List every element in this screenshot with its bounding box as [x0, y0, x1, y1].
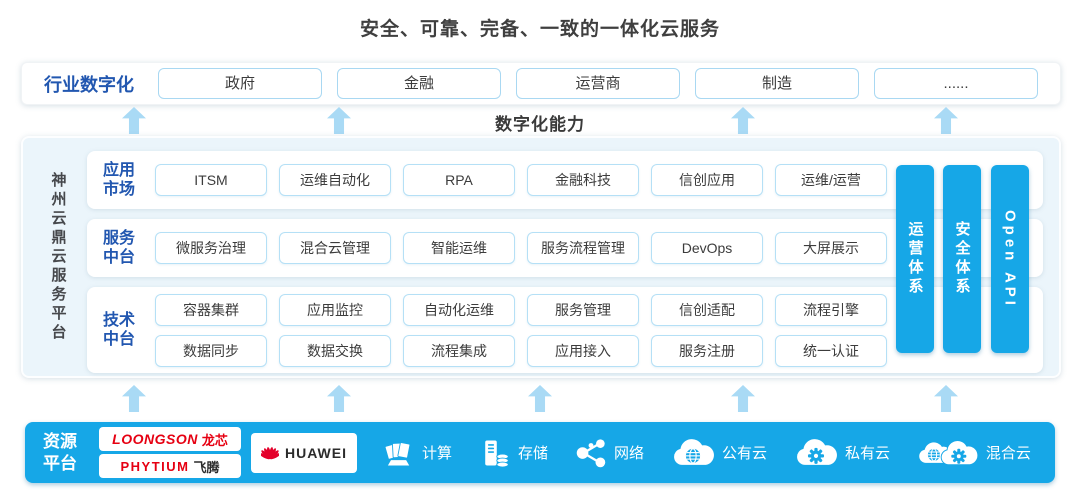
- platform-item: 运维自动化: [279, 164, 391, 196]
- public-cloud-icon: [674, 439, 714, 465]
- huawei-wordmark: HUAWEI: [285, 444, 347, 461]
- up-arrow-icon: [934, 385, 958, 412]
- resource-item-network: 网络: [575, 438, 644, 468]
- industry-items: 政府 金融 运营商 制造 ......: [158, 68, 1038, 99]
- page-title: 安全、可靠、完备、一致的一体化云服务: [359, 19, 720, 40]
- platform-item: 信创应用: [651, 164, 763, 196]
- platform-item: 智能运维: [403, 232, 515, 264]
- resource-item-compute: 计算: [383, 438, 452, 468]
- platform-side-label: 神州云鼎云服务平台: [49, 171, 67, 343]
- platform-item: 流程引擎: [775, 293, 887, 326]
- platform-item: 容器集群: [155, 293, 267, 326]
- private-cloud-icon: [797, 439, 837, 465]
- resource-item-label: 公有云: [721, 445, 767, 462]
- platform-item: 统一认证: [775, 334, 887, 367]
- resource-item-private-cloud: 私有云: [794, 437, 890, 468]
- platform-item: ITSM: [155, 164, 267, 196]
- row-label: 应用市场: [103, 161, 136, 198]
- loongson-wordmark: LOONGSON: [112, 431, 198, 447]
- resource-item-label: 存储: [517, 445, 548, 462]
- row-tech-middle: 技术中台 容器集群 应用监控 自动化运维 服务管理 信创适配 流程引擎 数据同步…: [87, 287, 1043, 373]
- platform-item: DevOps: [651, 232, 763, 264]
- row-app-market: 应用市场 ITSM 运维自动化 RPA 金融科技 信创应用 运维/运营: [87, 151, 1043, 209]
- storage-icon: [485, 440, 509, 467]
- pillar-security-system: 安全体系: [943, 165, 981, 353]
- phytium-logo: PHYTIUM 飞腾: [99, 454, 241, 478]
- phytium-cn-wordmark: 飞腾: [193, 459, 220, 475]
- platform-item: 数据交换: [279, 334, 391, 367]
- platform-item: 数据同步: [155, 334, 267, 367]
- platform-item: 信创适配: [651, 293, 763, 326]
- resource-platform-bar: 资源平台 LOONGSON 龙芯 PHYTIUM 飞腾: [25, 422, 1055, 483]
- platform-item: 自动化运维: [403, 293, 515, 326]
- resource-item-hybrid-cloud: 混合云: [917, 437, 1031, 468]
- platform-item: 应用监控: [279, 293, 391, 326]
- industry-item-manufacturing: 制造: [695, 68, 859, 99]
- resource-item-label: 混合云: [985, 445, 1031, 462]
- resource-item-public-cloud: 公有云: [671, 437, 767, 468]
- platform-item: RPA: [403, 164, 515, 196]
- platform-box: 神州云鼎云服务平台 应用市场 ITSM 运维自动化 RPA 金融科技 信创应用 …: [21, 136, 1061, 378]
- resource-item-label: 网络: [613, 445, 644, 462]
- resource-bar-label: 资源平台: [43, 432, 77, 473]
- up-arrow-icon: [122, 385, 146, 412]
- platform-item: 金融科技: [527, 164, 639, 196]
- row-items: 微服务治理 混合云管理 智能运维 服务流程管理 DevOps 大屏展示: [155, 232, 887, 264]
- industry-item-finance: 金融: [337, 68, 501, 99]
- platform-item: 服务注册: [651, 334, 763, 367]
- vendor-logos: LOONGSON 龙芯 PHYTIUM 飞腾: [99, 427, 241, 478]
- row-items: 容器集群 应用监控 自动化运维 服务管理 信创适配 流程引擎 数据同步 数据交换…: [155, 293, 887, 367]
- hybrid-cloud-icon: [919, 440, 979, 466]
- row-items: ITSM 运维自动化 RPA 金融科技 信创应用 运维/运营: [155, 164, 887, 196]
- pillar-operations-system: 运营体系: [896, 165, 934, 353]
- huawei-flower-icon: [261, 447, 279, 460]
- up-arrow-icon: [327, 385, 351, 412]
- network-icon: [576, 438, 606, 467]
- platform-item: 应用接入: [527, 334, 639, 367]
- platform-item: 服务管理: [527, 293, 639, 326]
- platform-item: 混合云管理: [279, 232, 391, 264]
- industry-item-more: ......: [874, 68, 1038, 99]
- platform-item: 微服务治理: [155, 232, 267, 264]
- phytium-wordmark: PHYTIUM: [120, 458, 190, 474]
- up-arrow-icon: [528, 385, 552, 412]
- row-label: 技术中台: [103, 311, 136, 348]
- compute-icon: [384, 441, 411, 465]
- platform-item: 服务流程管理: [527, 232, 639, 264]
- row-label: 服务中台: [103, 229, 136, 266]
- industry-item-government: 政府: [158, 68, 322, 99]
- industry-item-operator: 运营商: [516, 68, 680, 99]
- industry-row: 行业数字化 政府 金融 运营商 制造 ......: [21, 62, 1061, 105]
- up-arrow-icon: [731, 385, 755, 412]
- platform-item: 运维/运营: [775, 164, 887, 196]
- resource-item-label: 私有云: [844, 445, 890, 462]
- capability-label: 数字化能力: [495, 115, 585, 134]
- industry-row-label: 行业数字化: [44, 74, 134, 95]
- resource-item-storage: 存储: [479, 438, 548, 468]
- resource-items: 计算 存储: [383, 437, 1031, 468]
- loongson-logo: LOONGSON 龙芯: [99, 427, 241, 451]
- resource-item-label: 计算: [422, 445, 453, 462]
- huawei-logo: HUAWEI: [251, 432, 357, 473]
- loongson-cn-wordmark: 龙芯: [201, 432, 228, 448]
- pillar-open-api: Open API: [991, 165, 1029, 353]
- platform-item: 大屏展示: [775, 232, 887, 264]
- row-service-middle: 服务中台 微服务治理 混合云管理 智能运维 服务流程管理 DevOps 大屏展示: [87, 219, 1043, 277]
- platform-item: 流程集成: [403, 334, 515, 367]
